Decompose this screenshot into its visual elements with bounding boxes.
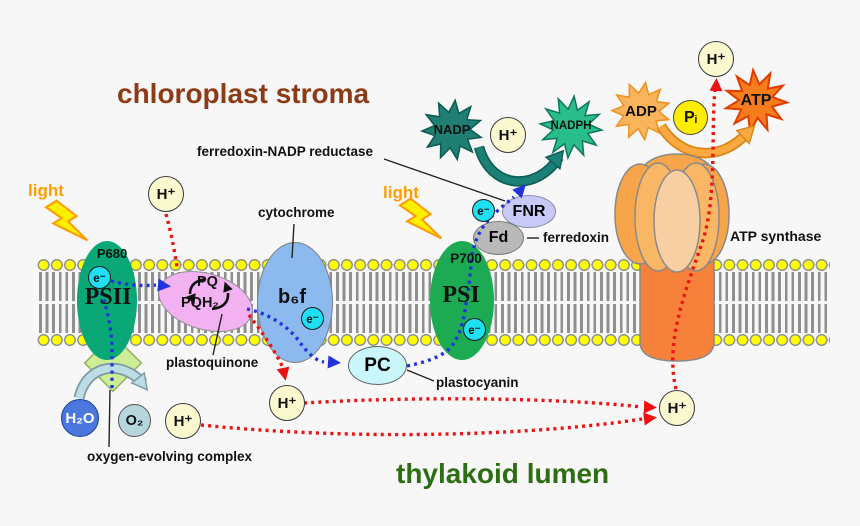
- proton-label: H⁺: [156, 186, 176, 203]
- water-circle: H₂O: [61, 399, 99, 437]
- membrane-lipid-heads-bottom: [37, 333, 830, 347]
- proton-circle-nadp: H⁺: [490, 117, 526, 153]
- oec-label: oxygen-evolving complex: [87, 449, 253, 464]
- b6f-label: b₆f: [278, 286, 306, 308]
- proton-label: H⁺: [277, 395, 297, 412]
- lumen-title: thylakoid lumen: [396, 458, 610, 489]
- lightning-bolt-psii-icon: [44, 199, 89, 242]
- proton-circle-stroma-atp: H⁺: [698, 41, 734, 77]
- proton-label: H⁺: [667, 400, 687, 417]
- proton-circle-stroma-psii: H⁺: [148, 176, 184, 212]
- phosphate-label: Pᵢ: [684, 108, 697, 126]
- proton-path-lumen-2: [200, 417, 643, 437]
- proton-circle-lumen-atp: H⁺: [659, 390, 695, 426]
- fnr-label: FNR: [512, 202, 546, 220]
- proton-path-lumen-1: [303, 397, 643, 409]
- electron-circle-psi: e⁻: [463, 318, 486, 341]
- proton-label: H⁺: [498, 127, 518, 144]
- nadp-reduction-arrow-icon: [473, 145, 565, 187]
- proton-circle-lumen-oec: H⁺: [165, 403, 201, 439]
- electron-circle-b6f: e⁻: [301, 307, 324, 330]
- electron-circle-psii: e⁻: [88, 266, 111, 289]
- fd-label: Fd: [488, 229, 509, 246]
- light-label-psii: light: [28, 181, 64, 200]
- psi-label: PSI: [442, 282, 480, 308]
- ferredoxin-label: ferredoxin: [543, 230, 610, 245]
- oxygen-circle: O₂: [118, 404, 151, 437]
- atp-label: ATP: [740, 92, 772, 109]
- plastoquinone-label: plastoquinone: [166, 355, 259, 370]
- fnr-full-label: ferredoxin-NADP reductase: [197, 144, 374, 159]
- phosphate-circle: Pᵢ: [673, 100, 708, 135]
- pq-oxidized-label: PQ: [197, 274, 218, 290]
- nadph-label: NADPH: [550, 120, 592, 132]
- proton-circle-lumen-b6f: H⁺: [269, 385, 305, 421]
- ferredoxin-shape: Fd: [473, 221, 524, 255]
- stroma-title: chloroplast stroma: [117, 78, 370, 109]
- water-splitting-arrow-icon: [73, 362, 149, 400]
- water-label: H₂O: [65, 409, 95, 427]
- nadp-label: NADP: [433, 122, 471, 137]
- p680-label: P680: [96, 246, 128, 261]
- psii-label: PSII: [84, 284, 132, 310]
- oxygen-label: O₂: [125, 412, 144, 429]
- pc-label: PC: [364, 354, 391, 376]
- proton-label: H⁺: [173, 413, 193, 430]
- electron-label: e⁻: [93, 272, 106, 285]
- electron-label: e⁻: [468, 324, 481, 337]
- atp-synthase-label: ATP synthase: [730, 228, 822, 244]
- electron-label: e⁻: [477, 205, 490, 218]
- p700-label: P700: [450, 251, 482, 266]
- cytochrome-label: cytochrome: [258, 205, 335, 220]
- plastocyanin-shape: PC: [348, 346, 407, 385]
- electron-circle-fnr: e⁻: [472, 199, 495, 222]
- electron-label: e⁻: [306, 313, 319, 326]
- proton-label: H⁺: [706, 51, 726, 68]
- light-label-psi: light: [383, 183, 419, 202]
- adp-label: ADP: [625, 103, 657, 120]
- pq-reduced-label: PQH₂: [181, 295, 219, 311]
- plastocyanin-label: plastocyanin: [436, 375, 519, 390]
